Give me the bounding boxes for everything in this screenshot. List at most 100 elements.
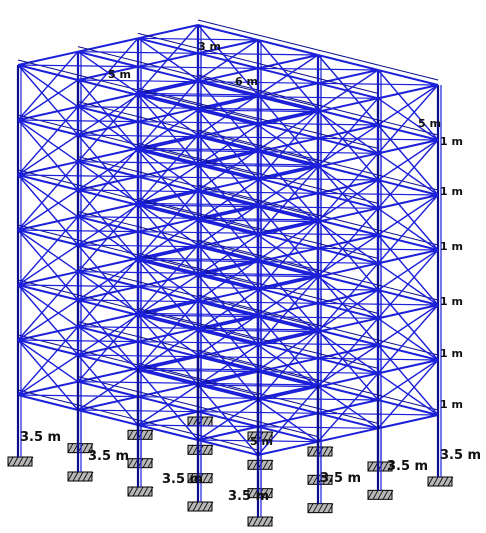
beam-member <box>197 439 259 456</box>
column-height-label-4: 3.5 m <box>228 489 269 504</box>
side-span-label-5: 1 m <box>440 295 463 308</box>
beam-member <box>137 61 199 78</box>
wall-brace-member <box>377 97 439 141</box>
beam-member <box>17 64 79 81</box>
beam-member <box>197 80 259 98</box>
beam-member <box>377 84 439 100</box>
wall-brace-member <box>77 354 139 426</box>
base-span-label: 5 m <box>250 435 273 448</box>
wall-brace-member <box>317 276 379 319</box>
wall-brace-member <box>17 174 79 246</box>
wall-brace-member <box>317 329 379 401</box>
beam-member <box>77 367 139 383</box>
beam-member <box>257 165 319 181</box>
beam-member <box>197 379 259 396</box>
beam-member <box>197 122 259 138</box>
beam-member <box>197 232 259 248</box>
beam-member <box>257 330 319 346</box>
beam-member <box>197 397 259 413</box>
beam-member <box>197 186 259 203</box>
beam-member <box>137 254 199 271</box>
beam-member <box>137 312 199 330</box>
beam-member <box>137 419 199 436</box>
beam-member <box>137 24 199 40</box>
wall-brace-member <box>17 119 79 191</box>
beam-member <box>77 404 139 421</box>
column-height-label-right: 3.5 m <box>440 448 481 463</box>
beam-member <box>197 219 259 236</box>
beam-member <box>317 214 379 231</box>
wall-brace-member <box>17 339 79 411</box>
fixed-support-icon <box>247 516 274 527</box>
beam-member <box>137 424 199 441</box>
beam-member <box>137 92 199 110</box>
wall-brace-member <box>377 234 439 306</box>
beam-member <box>377 359 439 375</box>
wall-brace-member <box>317 109 379 181</box>
beam-member <box>17 389 79 406</box>
beam-member <box>377 124 439 141</box>
beam-member <box>137 382 199 398</box>
beam-member <box>137 89 199 106</box>
beam-member <box>317 159 379 176</box>
beam-member <box>197 434 259 451</box>
wall-brace-member <box>137 147 199 191</box>
beam-member <box>77 46 139 63</box>
beam-member <box>257 34 319 51</box>
beam-member <box>137 364 199 381</box>
wall-brace-member <box>197 134 259 206</box>
wall-brace-member <box>317 221 379 264</box>
beam-member <box>377 64 439 81</box>
wall-brace-member <box>197 244 259 316</box>
wall-brace-member <box>77 271 139 314</box>
column-height-label-5: 3.5 m <box>320 471 361 486</box>
beam-member <box>197 354 259 371</box>
wall-brace-member <box>17 229 79 301</box>
beam-member <box>137 281 199 298</box>
beam-member <box>197 324 259 341</box>
wall-brace-member <box>257 124 319 168</box>
beam-member <box>137 171 199 188</box>
beam-member <box>257 275 319 291</box>
beam-member <box>317 274 379 291</box>
beam-member <box>137 199 199 216</box>
wall-brace-member <box>77 299 139 371</box>
beam-member <box>377 289 439 306</box>
wall-brace-member <box>77 51 139 94</box>
wall-brace-member <box>17 174 79 218</box>
top-span-label-left: 5 m <box>108 68 131 81</box>
beam-member <box>77 202 139 218</box>
wall-brace-member <box>17 284 79 328</box>
beam-member <box>137 309 199 326</box>
wall-brace-member <box>17 119 79 163</box>
wall-brace-member <box>17 64 79 136</box>
beam-member <box>197 134 259 151</box>
beam-member <box>77 299 139 316</box>
beam-member <box>257 117 319 134</box>
wall-brace-member <box>137 257 199 301</box>
wall-brace-member <box>137 312 199 356</box>
side-span-label-3: 1 m <box>440 185 463 198</box>
beam-member <box>257 94 319 111</box>
side-span-label-2: 1 m <box>440 135 463 148</box>
top-span-label: 3 m <box>198 40 221 53</box>
beam-member <box>197 19 259 36</box>
beam-member <box>77 239 139 256</box>
wall-brace-member <box>257 149 319 221</box>
beam-member <box>17 169 79 186</box>
beam-member <box>77 134 139 151</box>
beam-member <box>257 259 319 276</box>
supports-group <box>7 416 454 527</box>
beam-member <box>317 219 379 236</box>
wall-brace-member <box>197 274 259 346</box>
wall-brace-member <box>137 149 199 221</box>
wall-brace-member <box>257 234 319 278</box>
fixed-support-icon <box>367 489 394 500</box>
wall-brace-member <box>377 289 439 361</box>
beam-member <box>377 179 439 196</box>
side-span-label-7: 1 m <box>440 398 463 411</box>
beam-member <box>77 354 139 371</box>
beam-member <box>17 339 79 356</box>
